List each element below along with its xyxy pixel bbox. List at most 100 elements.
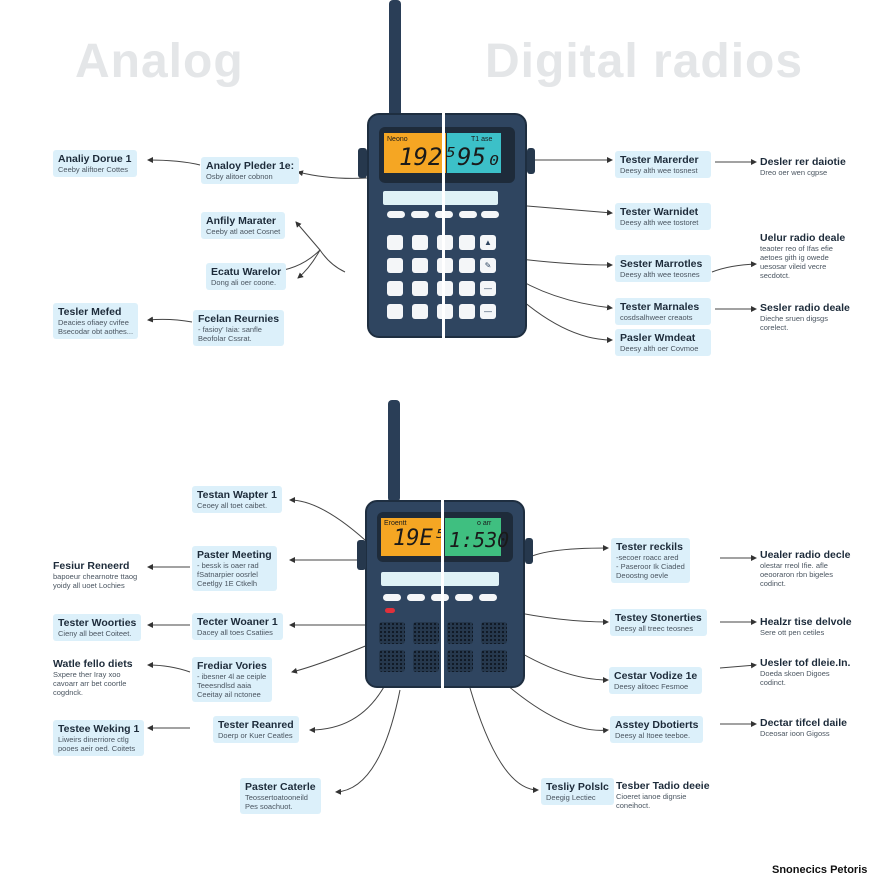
keypad-key[interactable] bbox=[387, 281, 403, 296]
footer-caption: Snonecics Petoris bbox=[772, 864, 868, 876]
note-desc: Dreo oer wen cgpse bbox=[760, 168, 828, 177]
callout-desc: Doerp or Kuer Ceatles bbox=[218, 731, 293, 740]
keypad-key[interactable] bbox=[387, 235, 403, 250]
keypad-key[interactable] bbox=[387, 258, 403, 273]
keypad-key[interactable] bbox=[412, 281, 428, 296]
keypad-key[interactable] bbox=[459, 304, 475, 319]
callout-desc: Ceoey all toet caibet. bbox=[197, 501, 268, 510]
analog-title: Analog bbox=[75, 35, 244, 88]
callout-desc: Deacies ofiaey cvifee Bsecodar obt aothe… bbox=[58, 318, 134, 336]
soft-button[interactable] bbox=[383, 594, 401, 601]
note-desc: teaoter reo of Ifas efie aetoes gith ig … bbox=[760, 244, 833, 280]
callout-desc: Teossertoatooneild Pes soachuot. bbox=[245, 793, 308, 811]
soft-button[interactable] bbox=[481, 211, 499, 218]
side-button[interactable] bbox=[525, 538, 533, 564]
callout: Fcelan Reurnies- fasioy' Iaia: sanfle Be… bbox=[193, 310, 285, 346]
soft-button[interactable] bbox=[407, 594, 425, 601]
callout-title: Sester Marrotles bbox=[620, 258, 703, 270]
note-title: Dectar tifcel daile bbox=[760, 717, 847, 729]
callout-title: Testan Wapter 1 bbox=[197, 489, 277, 501]
keypad-key[interactable] bbox=[459, 258, 475, 273]
callout-desc: cosdsalhweer creaots bbox=[620, 313, 693, 322]
keypad-key[interactable] bbox=[412, 304, 428, 319]
analog-digital-handheld-radio: Neono T1 ase 192⁵ 95₀ ▲ ✎ — — bbox=[367, 113, 527, 338]
callout-desc: Deesy alth wee tosnest bbox=[620, 166, 698, 175]
analog-lcd bbox=[384, 133, 446, 173]
frequency-readout: 1:530 bbox=[449, 528, 510, 552]
keypad-key[interactable] bbox=[412, 235, 428, 250]
lcd-label: o arr bbox=[477, 520, 492, 527]
soft-button[interactable] bbox=[459, 211, 477, 218]
callout-desc: - ibesner 4l ae ceiple Teeesndlsd aaia C… bbox=[197, 672, 267, 699]
volume-knob[interactable] bbox=[358, 148, 367, 178]
power-led bbox=[385, 608, 395, 613]
callout-title: Testee Weking 1 bbox=[58, 723, 140, 735]
soft-button[interactable] bbox=[479, 594, 497, 601]
note-title: Uesler tof dleie.In. bbox=[760, 657, 851, 669]
callout-title: Frediar Vories bbox=[197, 660, 267, 672]
callout-title: Tester Reanred bbox=[218, 719, 294, 731]
speaker-grille bbox=[379, 650, 405, 672]
keypad-key[interactable] bbox=[437, 281, 453, 296]
antenna bbox=[389, 0, 401, 118]
keypad-key[interactable] bbox=[437, 258, 453, 273]
note-title: Tesber Tadio deeie bbox=[616, 780, 710, 792]
keypad-key[interactable] bbox=[437, 235, 453, 250]
note-title: Fesiur Reneerd bbox=[53, 560, 130, 572]
callout-desc: Deesy all treec teosnes bbox=[615, 624, 693, 633]
volume-knob[interactable] bbox=[357, 540, 366, 570]
dash-icon[interactable]: — bbox=[480, 281, 496, 296]
up-arrow-icon[interactable]: ▲ bbox=[480, 235, 496, 250]
callout-title: Pasler Wmdeat bbox=[620, 332, 696, 344]
callout-title: Tester Marerder bbox=[620, 154, 699, 166]
callout-title: Analoy Pleder 1e: bbox=[206, 160, 295, 172]
dash-icon[interactable]: — bbox=[480, 304, 496, 319]
callout-title: Tester Marnales bbox=[620, 301, 700, 313]
callout-desc: Deegig Lectiec bbox=[546, 793, 596, 802]
callout-desc: Cieny all beet Coiteet. bbox=[58, 629, 132, 638]
keypad-key[interactable] bbox=[412, 258, 428, 273]
note-title: Uealer radio decle bbox=[760, 549, 851, 561]
antenna bbox=[388, 400, 400, 502]
keypad-key[interactable] bbox=[437, 304, 453, 319]
soft-button[interactable] bbox=[455, 594, 473, 601]
callout-desc: Ceeby atl aoet Cosnet bbox=[206, 227, 281, 236]
note-desc: Sere ott pen cetiles bbox=[760, 628, 825, 637]
soft-button[interactable] bbox=[387, 211, 405, 218]
analog-digital-divider bbox=[441, 498, 444, 690]
soft-button[interactable] bbox=[431, 594, 449, 601]
side-button[interactable] bbox=[527, 148, 535, 174]
callout-title: Tesliy Polslc bbox=[546, 781, 609, 793]
note-desc: Cioeret ianoe dignsie coneihoct. bbox=[616, 792, 687, 810]
note-desc: Doeda skoen Digoes codinct. bbox=[760, 669, 830, 687]
edit-icon[interactable]: ✎ bbox=[480, 258, 496, 273]
callout: Paster Meeting- bessk is oaer rad fSatna… bbox=[192, 546, 277, 591]
status-strip bbox=[383, 191, 498, 205]
soft-button[interactable] bbox=[411, 211, 429, 218]
callout-title: Tester reckils bbox=[616, 541, 683, 553]
callout-title: Testey Stonerties bbox=[615, 612, 702, 624]
keypad-key[interactable] bbox=[459, 235, 475, 250]
callout-title: Analiy Dorue 1 bbox=[58, 153, 132, 165]
speaker-grille bbox=[481, 622, 507, 644]
speaker-grille bbox=[413, 622, 439, 644]
speaker-grille bbox=[413, 650, 439, 672]
keypad-key[interactable] bbox=[459, 281, 475, 296]
keypad-key[interactable] bbox=[387, 304, 403, 319]
frequency-readout: 192⁵ bbox=[399, 143, 457, 171]
callout: Frediar Vories- ibesner 4l ae ceiple Tee… bbox=[192, 657, 272, 702]
analog-digital-divider bbox=[442, 110, 445, 345]
